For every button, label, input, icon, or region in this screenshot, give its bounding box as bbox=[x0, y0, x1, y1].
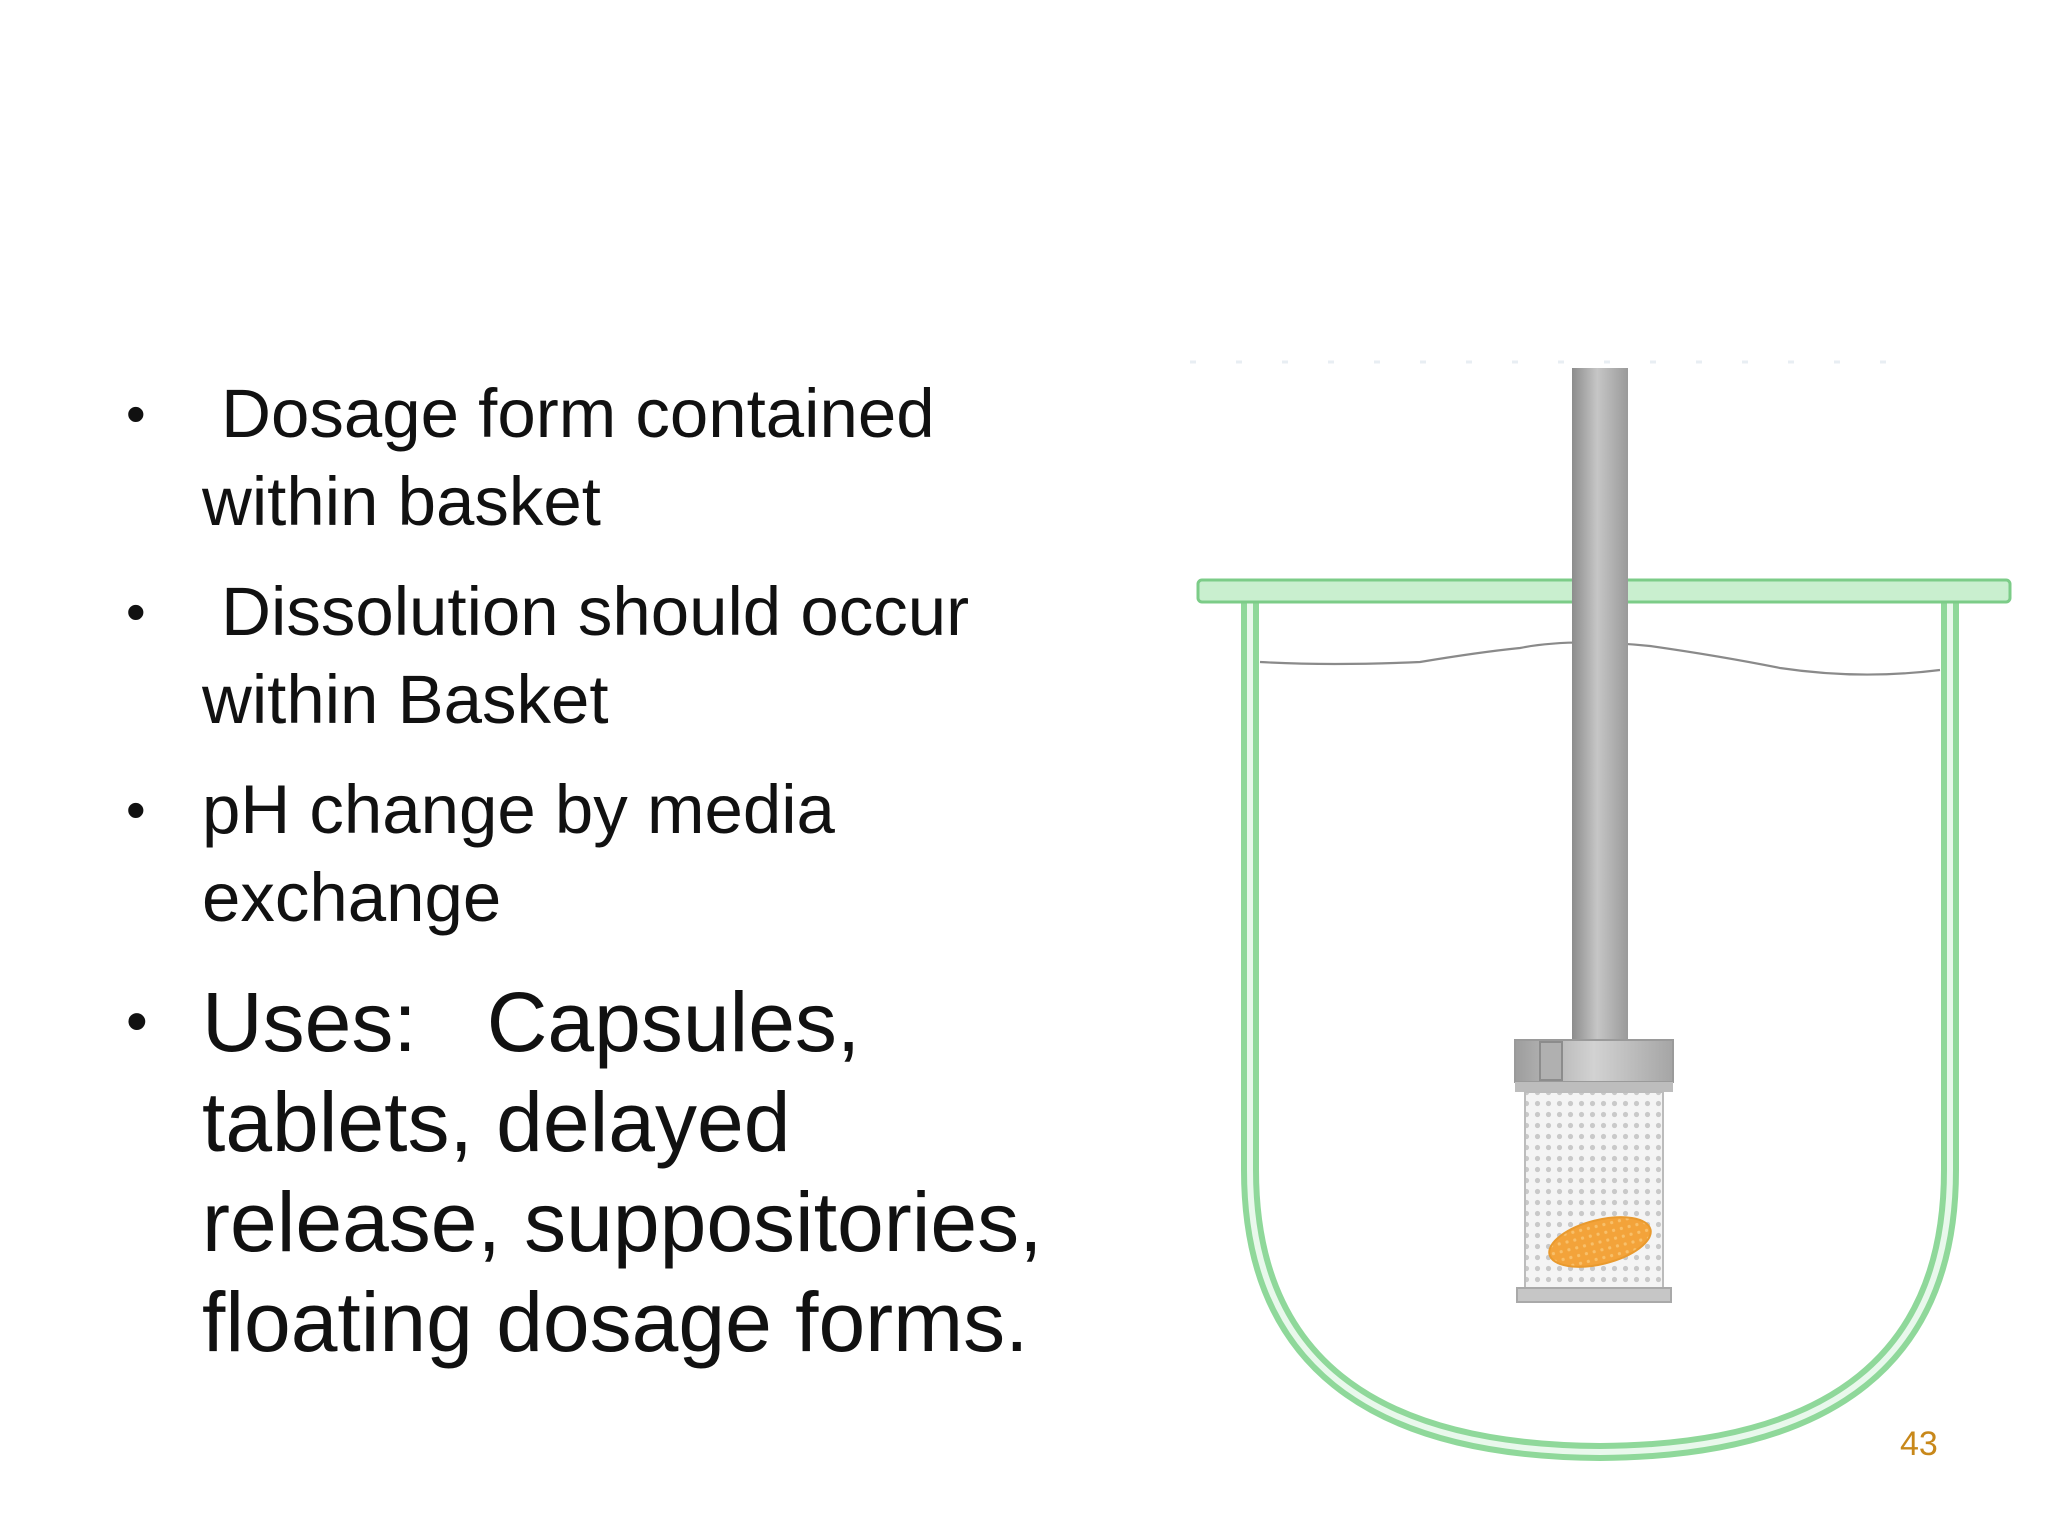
bullet-marker: • bbox=[126, 987, 148, 1056]
bullet-text: Dosage form contained within basket bbox=[202, 375, 935, 540]
page-number: 43 bbox=[1900, 1425, 1938, 1463]
bullet-text: Uses: Capsules, tablets, delayed release… bbox=[202, 975, 1043, 1369]
shaft-icon bbox=[1572, 368, 1628, 1048]
basket-bottom bbox=[1516, 1287, 1672, 1303]
bullet-uses: • Uses: Capsules, tablets, delayed relea… bbox=[120, 972, 1130, 1372]
bullet-ph-change: • pH change by media exchange bbox=[120, 766, 1130, 942]
tablet-icon bbox=[1548, 1216, 1652, 1268]
bullet-dosage-form: • Dosage form contained within basket bbox=[120, 370, 1130, 546]
basket-cap bbox=[1514, 1039, 1674, 1083]
bullet-marker: • bbox=[126, 382, 146, 445]
bullet-dissolution: • Dissolution should occur within Basket bbox=[120, 568, 1130, 744]
bullet-text: Dissolution should occur within Basket bbox=[202, 573, 970, 738]
bullet-marker: • bbox=[126, 778, 146, 841]
bullet-marker: • bbox=[126, 580, 146, 643]
bullet-text: pH change by media exchange bbox=[202, 771, 835, 936]
bullet-list: • Dosage form contained within basket • … bbox=[120, 370, 1130, 1394]
basket-apparatus-illustration bbox=[1190, 360, 2012, 1461]
